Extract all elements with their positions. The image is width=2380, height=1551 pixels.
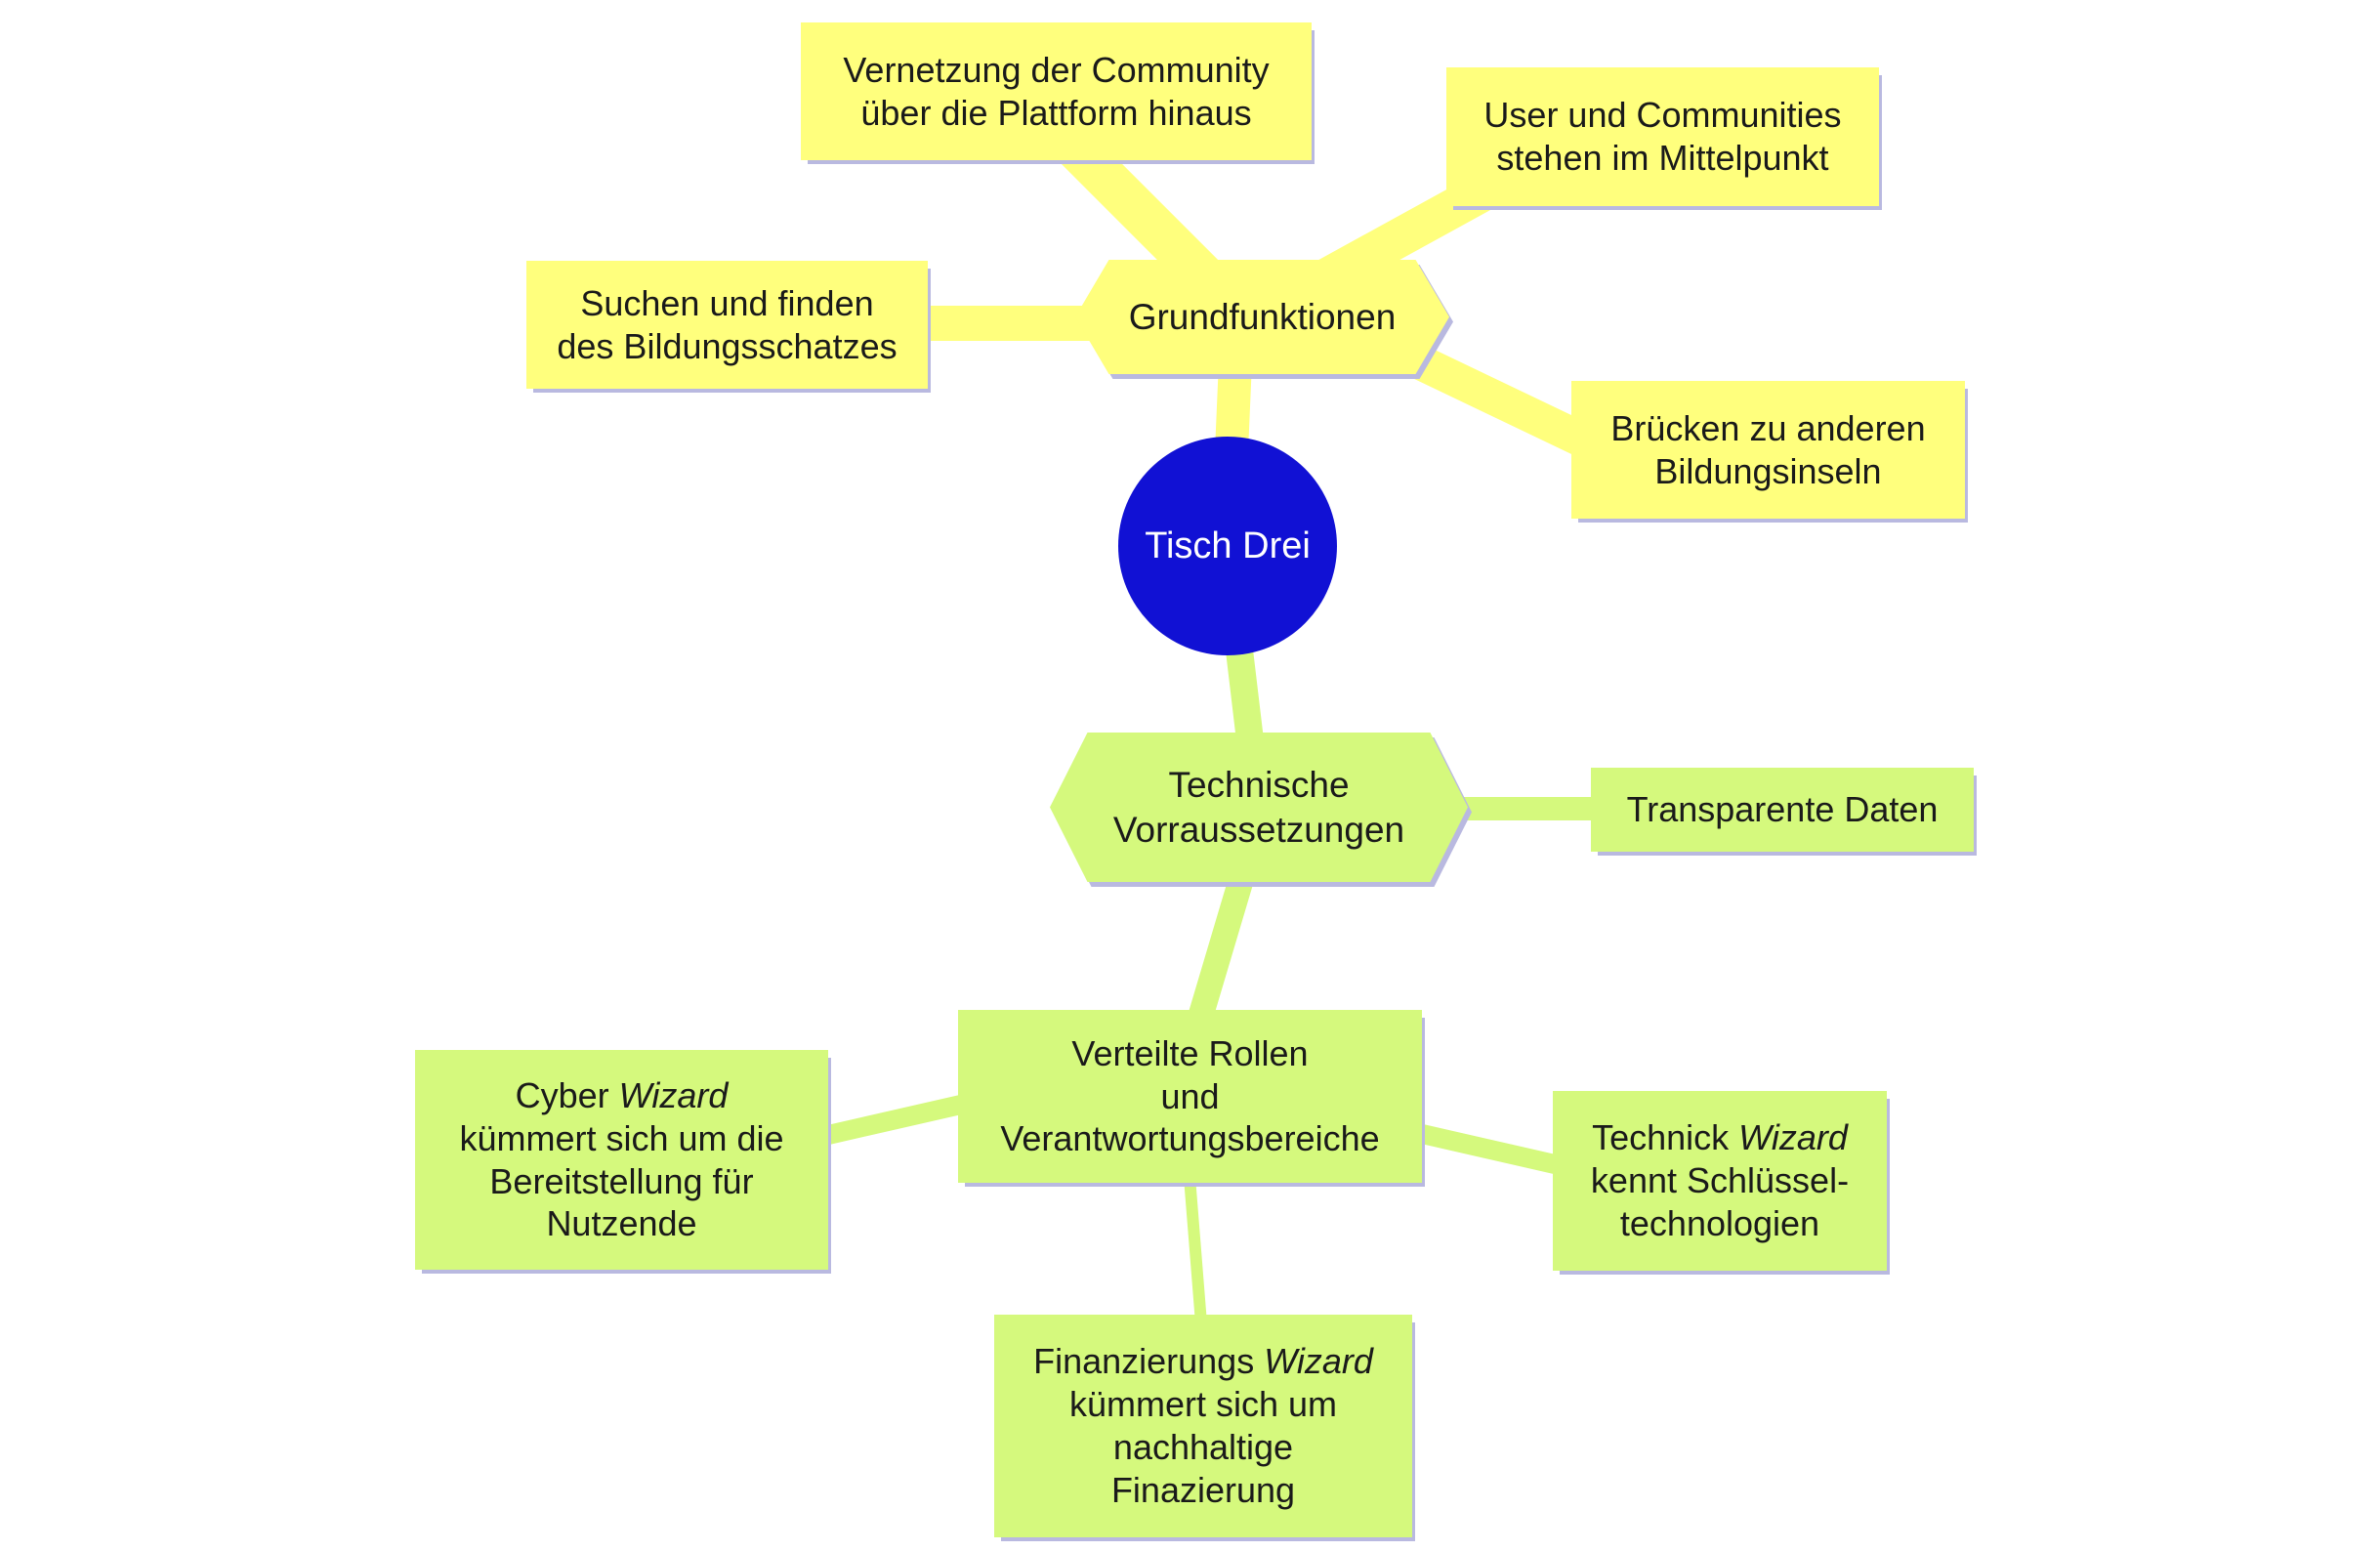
- node-grundfunktionen[interactable]: Grundfunktionen: [1075, 260, 1449, 374]
- node-label: Tisch Drei: [1145, 524, 1311, 566]
- edge-verteilte-cyber: [806, 1089, 996, 1148]
- edge-verteilte-finanzierung: [1184, 1171, 1207, 1329]
- node-transparente-daten[interactable]: Transparente Daten: [1591, 768, 1974, 852]
- node-label: Transparente Daten: [1626, 789, 1939, 830]
- node-root-tisch-drei[interactable]: Tisch Drei: [1118, 437, 1337, 655]
- edge-verteilte-technick: [1387, 1118, 1577, 1177]
- node-label: Grundfunktionen: [1128, 296, 1397, 337]
- hexagon-shape: Grundfunktionen: [1075, 260, 1449, 374]
